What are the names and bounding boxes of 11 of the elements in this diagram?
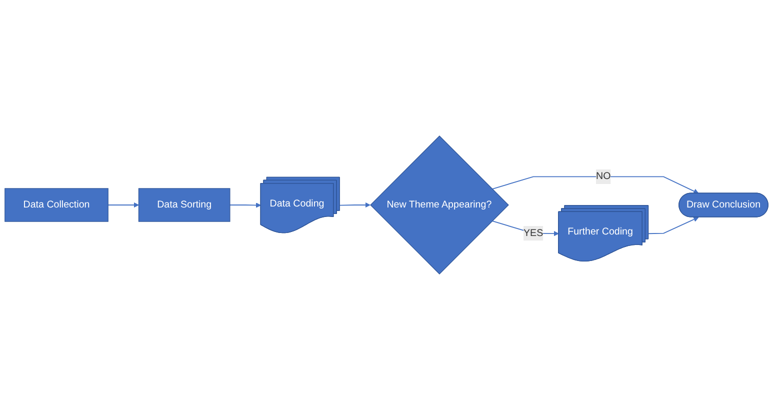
arrow bbox=[339, 202, 370, 208]
edge-label: YES bbox=[523, 228, 544, 238]
edge-label: NO bbox=[596, 171, 611, 182]
arrow bbox=[492, 176, 699, 194]
arrow bbox=[229, 202, 262, 208]
arrow bbox=[492, 220, 559, 236]
node-box: Data Collection bbox=[4, 188, 108, 222]
node-box: Data Sorting bbox=[138, 188, 230, 222]
arrow bbox=[108, 202, 139, 208]
node-diamond: New Theme Appearing? bbox=[370, 136, 509, 274]
arrow bbox=[648, 216, 699, 234]
